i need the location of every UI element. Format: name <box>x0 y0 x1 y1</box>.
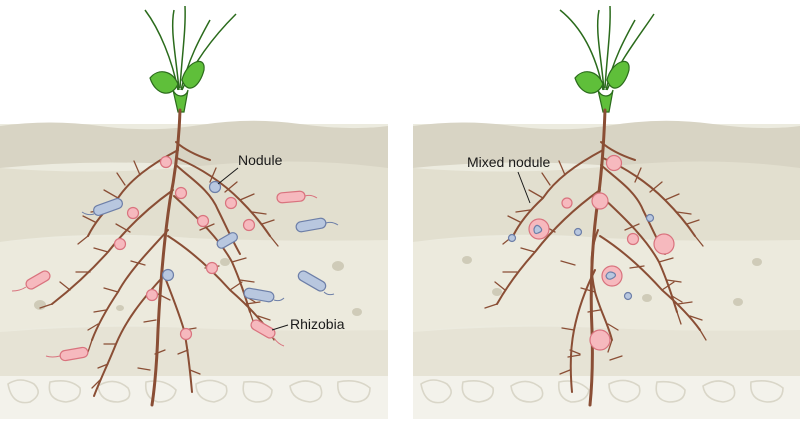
nodule-leader-line <box>217 167 239 185</box>
rhizobia-label: Rhizobia <box>290 316 345 332</box>
right-panel: Mixed nodule <box>413 5 800 419</box>
right-root-system <box>484 108 707 407</box>
panel-divider <box>388 0 413 419</box>
mixed-nodule-label: Mixed nodule <box>467 154 550 170</box>
right-labels: Mixed nodule <box>467 154 550 204</box>
right-nodules <box>507 154 675 351</box>
left-root-system <box>39 108 279 407</box>
left-panel: Nodule Rhizobia <box>0 5 388 419</box>
rhizobia-leader-line <box>271 324 289 331</box>
right-plant-shoot <box>559 5 655 113</box>
nodule-label: Nodule <box>238 152 283 168</box>
left-soil <box>0 120 388 419</box>
left-nodules <box>113 155 256 341</box>
left-rhizobia-bacteria <box>11 190 339 362</box>
left-labels: Nodule Rhizobia <box>217 152 345 332</box>
mixed-nodule-leader-line <box>517 171 531 204</box>
left-plant-shoot <box>144 5 237 113</box>
